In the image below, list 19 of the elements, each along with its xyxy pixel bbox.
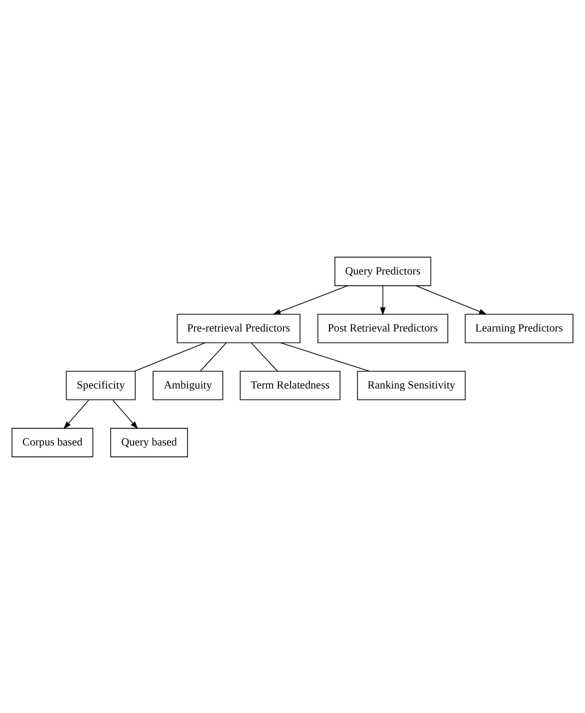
arrow xyxy=(272,284,348,314)
node-box: Corpus based xyxy=(12,427,94,457)
arrow xyxy=(63,399,90,429)
node-box: Ranking Sensitivity xyxy=(357,370,466,400)
node-box: Term Relatedness xyxy=(240,370,340,400)
node-box: Query based xyxy=(110,427,188,457)
connector xyxy=(134,342,206,372)
node-box: Post Retrieval Predictors xyxy=(317,313,448,343)
connector xyxy=(200,342,226,372)
node-box: Pre-retrieval Predictors xyxy=(176,313,300,343)
connector xyxy=(280,342,370,372)
connector xyxy=(250,342,278,372)
node-box: Learning Predictors xyxy=(464,313,574,343)
arrow xyxy=(416,284,487,314)
node-box: Query Predictors xyxy=(334,256,432,286)
node-box: Specificity xyxy=(66,370,136,400)
node-box: Ambiguity xyxy=(152,370,224,400)
arrow xyxy=(112,399,138,429)
arrow xyxy=(380,285,386,315)
